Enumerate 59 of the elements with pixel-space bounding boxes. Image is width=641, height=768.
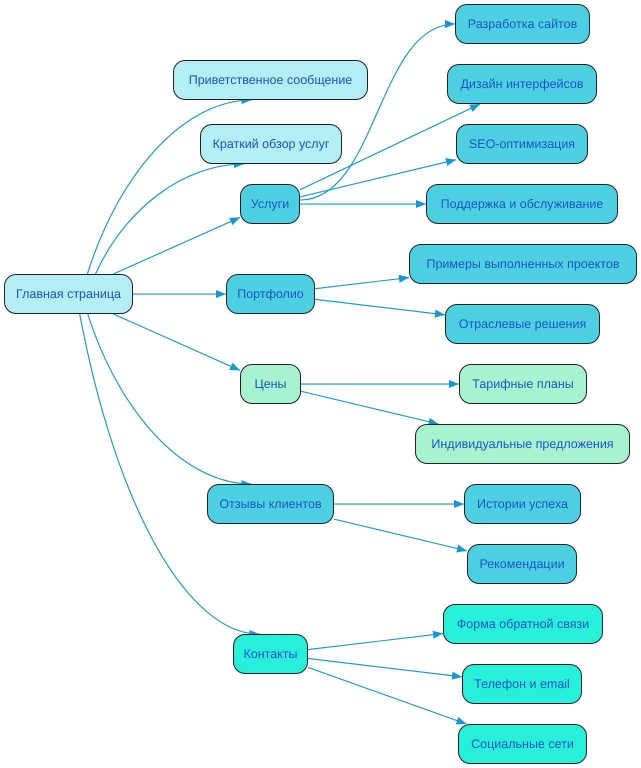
rounded-box (456, 124, 588, 164)
node-label: Рекомендации (479, 557, 565, 571)
rounded-box (458, 724, 587, 764)
rounded-box (409, 244, 637, 284)
rounded-box (426, 184, 618, 224)
arrow (79, 314, 260, 636)
arrow (308, 666, 467, 725)
rounded-box (173, 60, 368, 100)
rounded-box (226, 274, 315, 314)
rounded-box (4, 274, 133, 314)
arrow (308, 630, 444, 650)
node-label: Отраслевые решения (458, 317, 586, 331)
rounded-box (240, 364, 301, 404)
arrow (113, 314, 240, 371)
rounded-box (443, 604, 603, 644)
arrow (133, 290, 226, 298)
node-label: Социальные сети (471, 737, 574, 751)
arrow (300, 104, 480, 190)
arrow (334, 518, 468, 552)
node-label: Поддержка и обслуживание (440, 197, 604, 211)
node-label: Разработка сайтов (468, 17, 578, 31)
rounded-box (207, 484, 334, 524)
node-label: Тарифные планы (472, 377, 574, 391)
arrow (300, 22, 456, 201)
node-label: Истории успеха (476, 497, 568, 511)
node-label: Главная страница (16, 287, 121, 301)
arrow (301, 380, 459, 388)
arrow (314, 298, 446, 318)
node-label: Портфолио (237, 287, 304, 301)
rounded-box (415, 424, 630, 464)
rounded-box (462, 664, 582, 704)
node-label: Контакты (244, 647, 298, 661)
rounded-box (459, 364, 587, 404)
node-label: Телефон и email (474, 677, 570, 691)
rounded-box (233, 634, 308, 674)
arrow (308, 658, 462, 680)
arrow (314, 274, 410, 290)
arrow (113, 216, 240, 274)
node-label: Приветственное сообщение (188, 73, 352, 87)
arrow (300, 390, 439, 426)
node-label: Услуги (250, 197, 290, 211)
node-label: Краткий обзор услуг (212, 137, 330, 151)
rounded-box (447, 64, 597, 104)
node-label: Цены (254, 377, 287, 391)
node-label: Отзывы клиентов (219, 497, 322, 511)
node-label: Форма обратной связи (456, 617, 590, 631)
rounded-box (467, 544, 577, 584)
rounded-box (200, 124, 342, 164)
node-label: Дизайн интерфейсов (460, 77, 584, 91)
arrow (334, 500, 464, 508)
node-label: SEO-оптимизация (468, 137, 576, 151)
node-label: Примеры выполненных проектов (426, 257, 620, 271)
rounded-box (464, 484, 581, 524)
rounded-box (455, 4, 590, 44)
node-label: Индивидуальные предложения (431, 437, 614, 451)
rounded-box (445, 304, 600, 344)
arrow (300, 200, 426, 208)
arrow (300, 158, 456, 198)
rounded-box (240, 184, 300, 224)
